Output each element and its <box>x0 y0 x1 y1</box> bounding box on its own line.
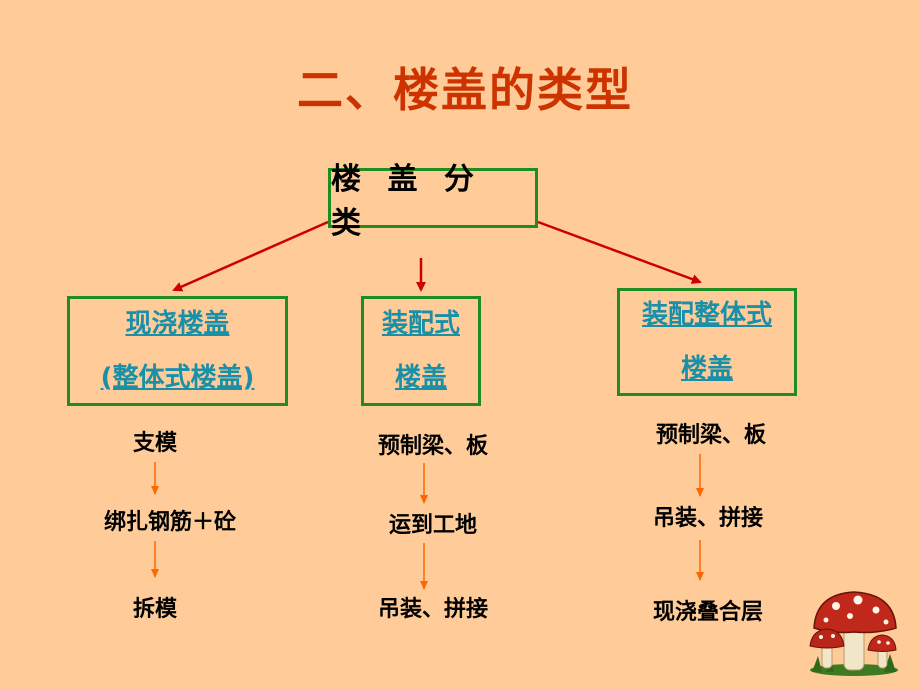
category-box-composite: 装配整体式 楼盖 <box>617 288 797 396</box>
category-box-cast-in-place: 现浇楼盖 (整体式楼盖) <box>67 296 288 406</box>
step-col1-2: 绑扎钢筋＋砼 <box>103 510 237 535</box>
category-link-line1[interactable]: 装配式 <box>381 309 460 339</box>
root-label: 楼 盖 分 类 <box>331 162 482 241</box>
step-col1-1: 支模 <box>132 431 178 456</box>
category-link-line1[interactable]: 现浇楼盖 <box>125 309 230 339</box>
step-col2-1: 预制梁、板 <box>377 434 489 459</box>
step-col3-3: 现浇叠合层 <box>652 600 764 625</box>
category-link-line2[interactable]: 楼盖 <box>394 363 447 393</box>
arrow-root-to-cast-in-place <box>172 220 329 292</box>
page-title: 二、楼盖的类型 <box>297 63 633 117</box>
category-box-prefab: 装配式 楼盖 <box>361 296 481 406</box>
root-box: 楼 盖 分 类 <box>328 162 538 241</box>
step-col1-3: 拆模 <box>132 597 178 622</box>
category-link-line2[interactable]: (整体式楼盖) <box>100 363 255 393</box>
mushroom-icon <box>809 591 898 676</box>
step-col3-1: 预制梁、板 <box>655 423 767 448</box>
category-link-line1[interactable]: 装配整体式 <box>641 300 772 330</box>
step-col3-2: 吊装、拼接 <box>652 506 764 531</box>
arrow-root-to-composite <box>537 220 702 284</box>
step-col2-2: 运到工地 <box>388 513 478 538</box>
step-col2-3: 吊装、拼接 <box>377 597 489 622</box>
category-link-line2[interactable]: 楼盖 <box>680 354 733 384</box>
